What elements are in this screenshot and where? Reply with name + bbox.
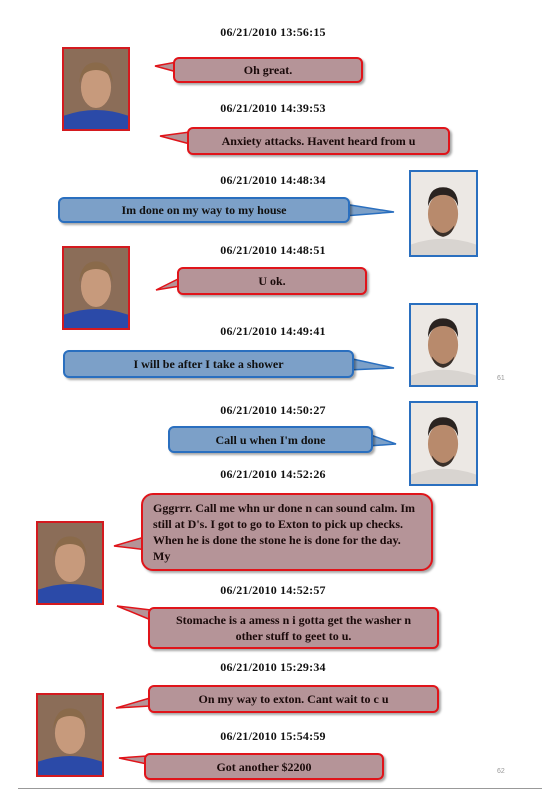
bubble-tail — [155, 277, 181, 291]
bubble-tail — [154, 61, 178, 73]
bubble-tail — [367, 433, 397, 447]
timestamp: 06/21/2010 15:54:59 — [220, 729, 326, 743]
timestamp: 06/21/2010 14:52:57 — [220, 583, 326, 597]
sender-photo-male — [409, 170, 478, 257]
timestamp: 06/21/2010 13:56:15 — [220, 25, 326, 39]
bubble-tail — [118, 755, 148, 765]
page-divider — [18, 788, 542, 789]
message-bubble: On my way to exton. Cant wait to c u — [148, 685, 439, 713]
message-bubble: I will be after I take a shower — [63, 350, 354, 378]
sender-photo-male — [409, 401, 478, 486]
message-bubble: Gggrrr. Call me whn ur done n can sound … — [141, 493, 433, 571]
sender-photo-female — [36, 521, 104, 605]
timestamp: 06/21/2010 14:48:34 — [220, 173, 326, 187]
sender-photo-female — [62, 246, 130, 330]
bubble-tail — [113, 535, 149, 551]
timestamp: 06/21/2010 15:29:34 — [220, 660, 326, 674]
bubble-tail — [343, 203, 395, 217]
bubble-tail — [116, 605, 152, 621]
bubble-tail — [115, 697, 151, 709]
message-bubble: Stomache is a amess n i gotta get the wa… — [148, 607, 439, 649]
timestamp: 06/21/2010 14:52:26 — [220, 467, 326, 481]
message-bubble: Im done on my way to my house — [58, 197, 350, 223]
bubble-tail — [347, 357, 395, 371]
sender-photo-female — [36, 693, 104, 777]
timestamp: 06/21/2010 14:50:27 — [220, 403, 326, 417]
bubble-tail — [159, 131, 191, 145]
message-bubble: U ok. — [177, 267, 367, 295]
page-number: 62 — [497, 768, 505, 775]
timestamp: 06/21/2010 14:48:51 — [220, 243, 326, 257]
timestamp: 06/21/2010 14:49:41 — [220, 324, 326, 338]
message-bubble: Got another $2200 — [144, 753, 384, 780]
message-bubble: Oh great. — [173, 57, 363, 83]
page-number: 61 — [497, 375, 505, 382]
message-bubble: Anxiety attacks. Havent heard from u — [187, 127, 450, 155]
timestamp: 06/21/2010 14:39:53 — [220, 101, 326, 115]
sender-photo-male — [409, 303, 478, 387]
sender-photo-female — [62, 47, 130, 131]
message-bubble: Call u when I'm done — [168, 426, 373, 453]
